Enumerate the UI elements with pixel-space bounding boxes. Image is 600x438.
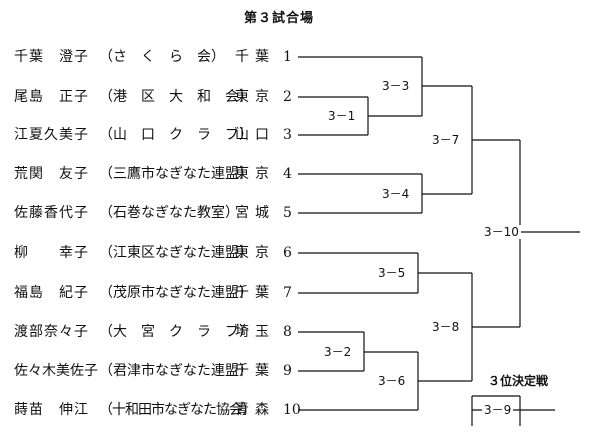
entrant-prefecture: 東京 <box>235 89 275 105</box>
entrant-name: 柳 幸子 <box>14 245 89 261</box>
match-label-3-2: 3－2 <box>322 345 354 359</box>
entrant-name: 佐々木美佐子 <box>14 363 98 379</box>
match-label-3-6: 3－6 <box>376 374 408 388</box>
match-label-3-8: 3－8 <box>430 320 462 334</box>
entrant-prefecture: 千葉 <box>235 285 275 301</box>
entrant-prefecture: 千葉 <box>235 363 275 379</box>
page-title: 第３試合場 <box>244 11 315 26</box>
third-place-title: ３位決定戦 <box>488 374 549 388</box>
entrant-prefecture: 東京 <box>235 166 275 182</box>
entrant-name: 千葉 澄子 <box>14 49 89 65</box>
entrant-prefecture: 東京 <box>235 245 275 261</box>
entrant-prefecture: 山口 <box>235 127 275 143</box>
match-label-3-4: 3－4 <box>380 187 412 201</box>
entrant-club: （茂原市なぎなた連盟） <box>99 285 253 301</box>
match-label-3-1: 3－1 <box>326 109 358 123</box>
entrant-club: （大 宮 ク ラ ブ） <box>99 324 253 340</box>
entrant-club: （十和田市なぎなた協会） <box>99 402 256 418</box>
entrant-name: 荒関 友子 <box>14 166 89 182</box>
entrant-club: （三鷹市なぎなた連盟） <box>99 166 253 182</box>
entrant-number: 5 <box>283 205 292 221</box>
entrant-club: （君津市なぎなた連盟） <box>99 363 253 379</box>
entrant-number: 2 <box>283 89 292 105</box>
entrant-club: （港 区 大 和 会） <box>99 89 253 105</box>
entrant-name: 福島 紀子 <box>14 285 89 301</box>
entrant-name: 尾島 正子 <box>14 89 89 105</box>
match-label-3-5: 3－5 <box>376 266 408 280</box>
entrant-club: （さ く ら 会） <box>99 49 225 65</box>
entrant-name: 渡部奈々子 <box>14 324 89 340</box>
match-label-3-7: 3－7 <box>430 133 462 147</box>
entrant-name: 佐藤香代子 <box>14 205 89 221</box>
entrant-number: 8 <box>283 324 292 340</box>
entrant-number: 6 <box>283 245 292 261</box>
entrant-club: （江東区なぎなた連盟） <box>99 245 253 261</box>
entrant-prefecture: 宮城 <box>235 205 275 221</box>
entrant-number: 10 <box>283 402 301 418</box>
match-label-3-9: 3－9 <box>482 403 514 417</box>
entrant-prefecture: 埼玉 <box>235 324 275 340</box>
entrant-name: 蒔苗 伸江 <box>14 402 89 418</box>
entrant-number: 4 <box>283 166 292 182</box>
entrant-club: （石巻なぎなた教室） <box>99 205 239 221</box>
entrant-number: 7 <box>283 285 292 301</box>
match-label-3-10: 3－10 <box>482 225 521 239</box>
entrant-prefecture: 千葉 <box>235 49 275 65</box>
entrant-name: 江夏久美子 <box>14 127 89 143</box>
entrant-number: 9 <box>283 363 292 379</box>
entrant-number: 1 <box>283 49 292 65</box>
entrant-club: （山 口 ク ラ ブ） <box>99 127 253 143</box>
entrant-prefecture: 青森 <box>235 402 275 418</box>
match-label-3-3: 3－3 <box>380 79 412 93</box>
entrant-number: 3 <box>283 127 292 143</box>
